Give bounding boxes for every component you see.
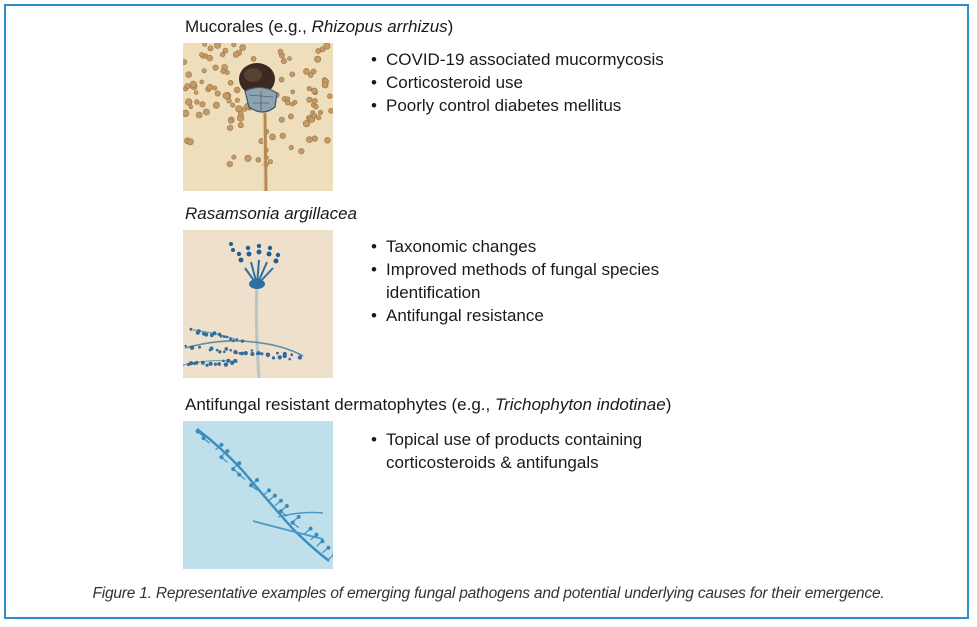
section-title-mucorales: Mucorales (e.g., Rhizopus arrhizus) [185,17,454,36]
bullet-item: Taxonomic changes [371,235,791,258]
figure-caption: Figure 1. Representative examples of eme… [92,585,885,602]
micrograph-rasamsonia-argillacea [183,230,333,378]
bullet-item: Improved methods of fungal species ident… [371,258,716,304]
bullets-mucorales: COVID-19 associated mucormycosis Cortico… [371,48,791,117]
micrograph-rhizopus-arrhizus [183,43,333,191]
bullet-item: Antifungal resistance [371,304,791,327]
section-title-dermatophytes: Antifungal resistant dermatophytes (e.g.… [185,395,672,414]
bullets-rasamsonia: Taxonomic changes Improved methods of fu… [371,235,791,327]
bullet-item: COVID-19 associated mucormycosis [371,48,791,71]
bullet-item: Poorly control diabetes mellitus [371,94,791,117]
section-title-rasamsonia: Rasamsonia argillacea [185,204,357,223]
bullets-dermatophytes: Topical use of products containing corti… [371,428,791,474]
bullet-item: Corticosteroid use [371,71,791,94]
micrograph-trichophyton-indotinae [183,421,333,569]
bullet-item: Topical use of products containing corti… [371,428,706,474]
